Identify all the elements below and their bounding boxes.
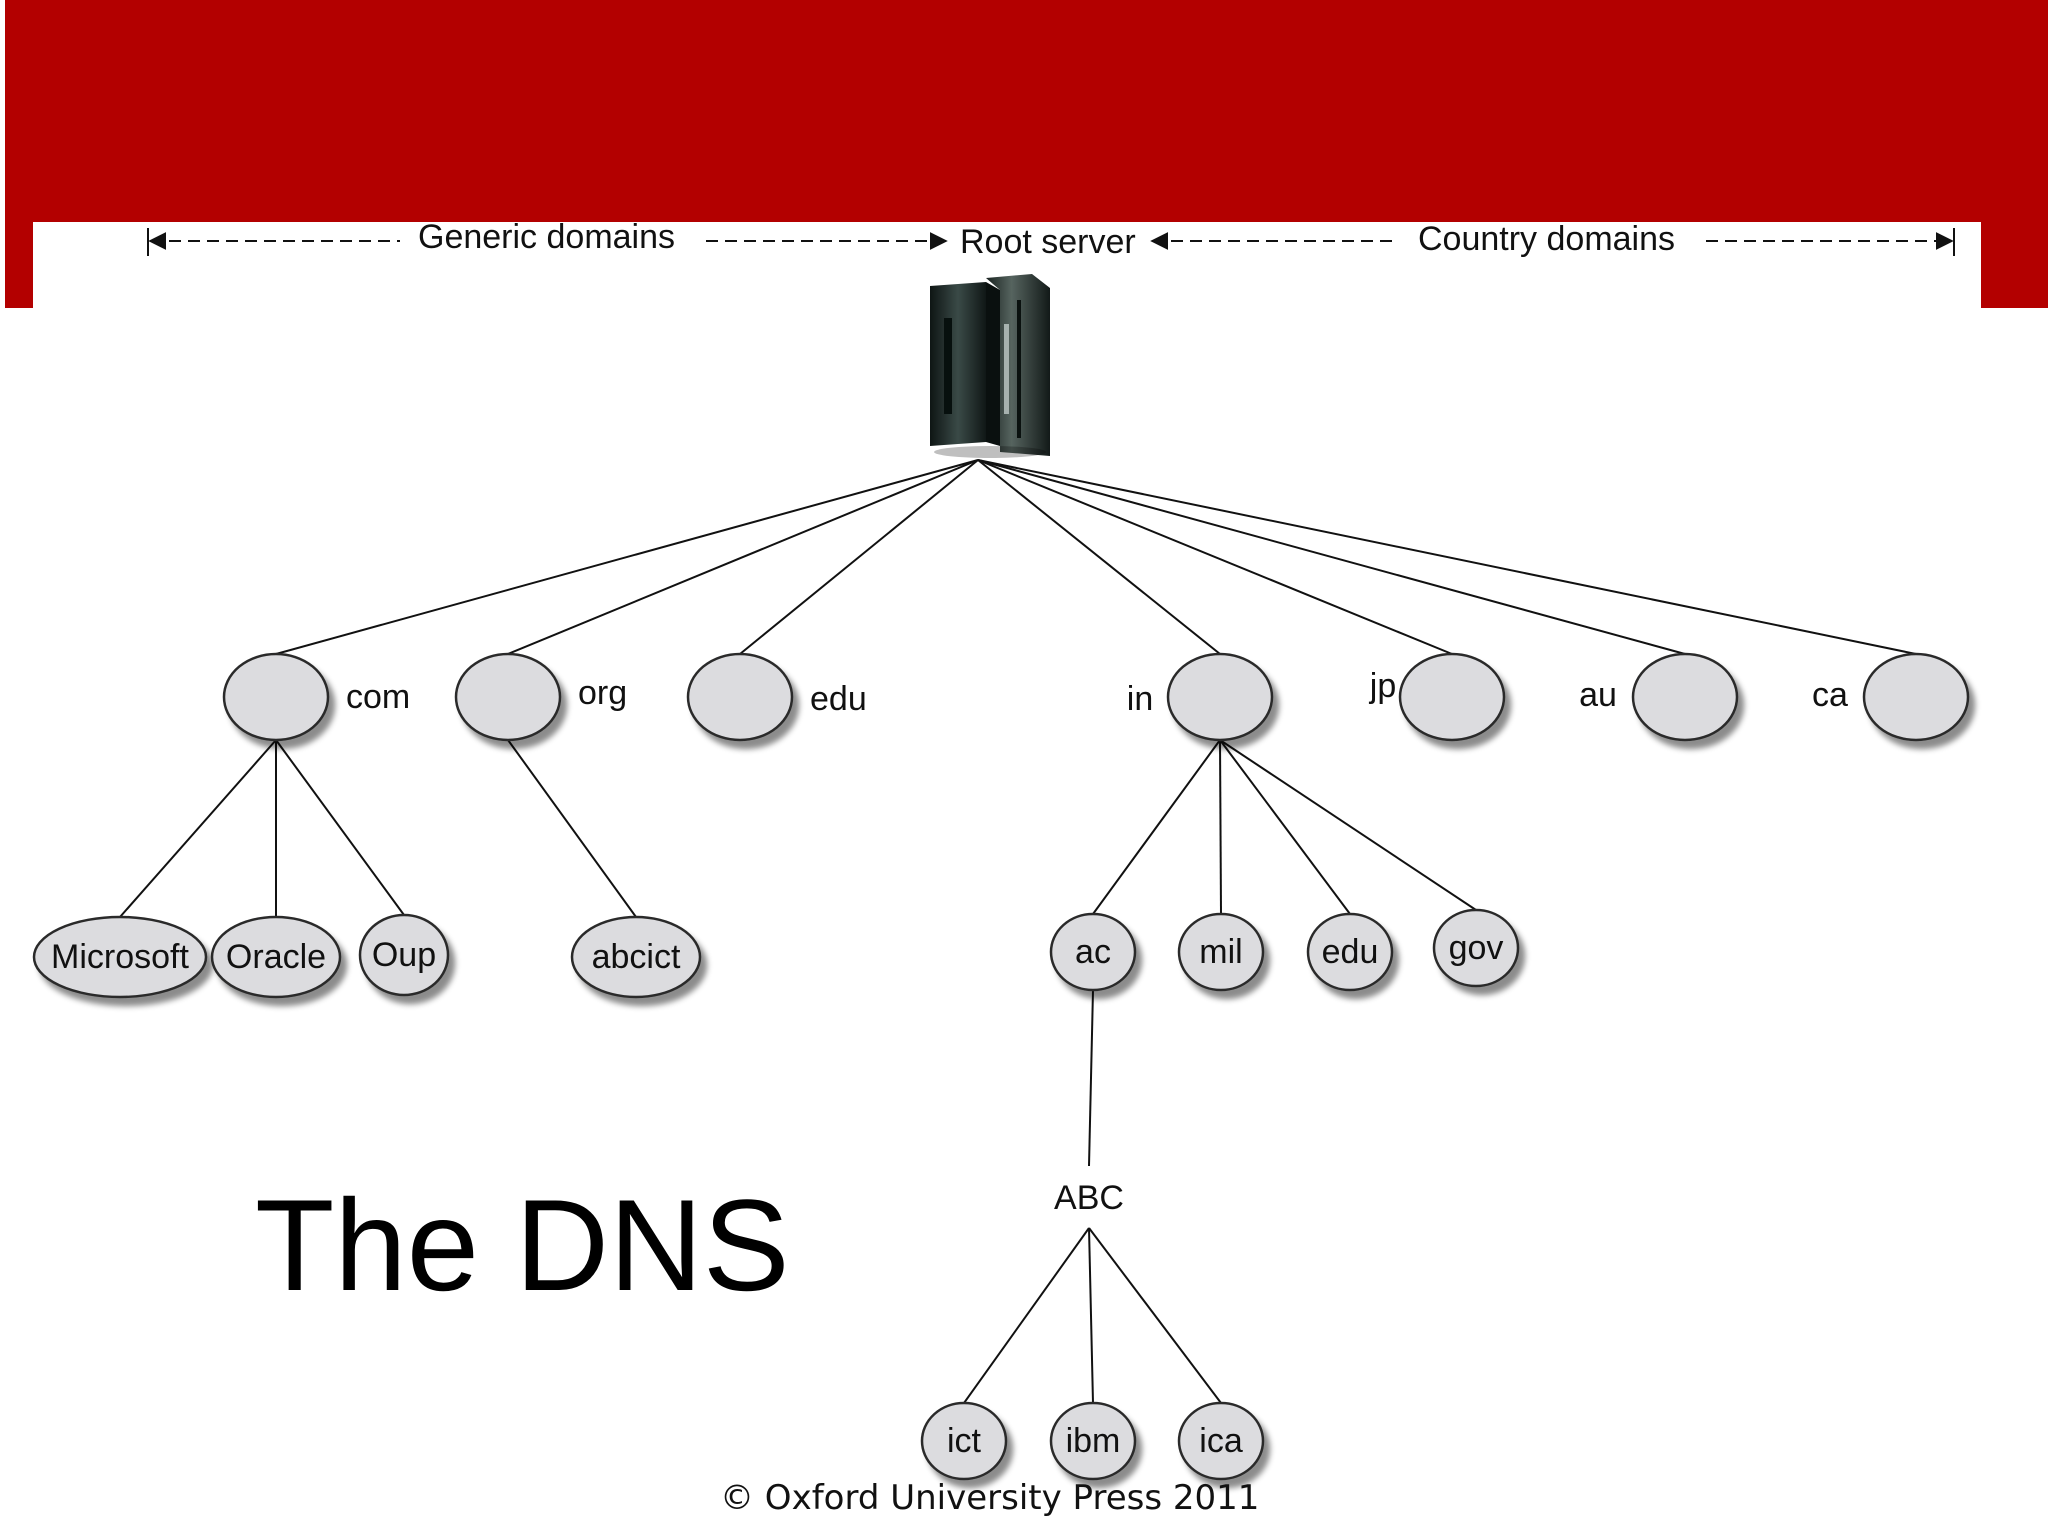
- node-gov: gov: [1432, 908, 1520, 988]
- edge-abc-ict: [963, 1227, 1090, 1404]
- node-label-oup: Oup: [372, 936, 436, 974]
- node-ellipse-ac: [1049, 912, 1137, 992]
- node-ellipse-oracle: [210, 915, 342, 999]
- edge-abc-ibm: [1088, 1227, 1094, 1404]
- node-ellipse-edu: [686, 652, 794, 742]
- node-label-ac: ac: [1075, 933, 1111, 971]
- node-oup: Oup: [358, 913, 450, 997]
- node-oracle: Oracle: [210, 915, 342, 999]
- node-label-microsoft: Microsoft: [51, 938, 189, 976]
- node-label-org: org: [578, 674, 627, 712]
- node-ellipse-ibm: [1049, 1401, 1137, 1481]
- node-ellipse-ict: [920, 1401, 1008, 1481]
- country-domains-label: Country domains: [1418, 220, 1675, 258]
- edge-com-oup: [275, 739, 405, 916]
- node-ica: ica: [1177, 1401, 1265, 1481]
- node-mil: mil: [1177, 912, 1265, 992]
- node-label-gov: gov: [1449, 929, 1504, 967]
- node-label-in: in: [1127, 680, 1153, 718]
- node-ellipse-com: [222, 652, 330, 742]
- node-label-mil: mil: [1199, 933, 1242, 971]
- node-label-ict: ict: [947, 1422, 982, 1460]
- node-in_edu: edu: [1306, 912, 1394, 992]
- node-ac: ac: [1049, 912, 1137, 992]
- node-ellipse-ica: [1177, 1401, 1265, 1481]
- edge-in-mil: [1219, 739, 1222, 915]
- edge-ac-abc: [1088, 989, 1094, 1167]
- edge-root-ca: [977, 459, 1917, 655]
- edge-org-abcict: [507, 739, 637, 918]
- header-arrows: [147, 228, 1955, 256]
- node-edu: edu: [686, 652, 867, 742]
- node-ibm: ibm: [1049, 1401, 1137, 1481]
- node-com: com: [222, 652, 410, 742]
- edge-root-com: [275, 459, 979, 655]
- node-au: au: [1579, 652, 1739, 742]
- edge-in-in_edu: [1219, 739, 1351, 915]
- node-abc: ABC: [1054, 1179, 1124, 1217]
- node-ca: ca: [1812, 652, 1970, 742]
- node-label-com: com: [346, 678, 410, 716]
- node-org: org: [454, 652, 627, 742]
- generic-domains-label: Generic domains: [418, 218, 675, 256]
- node-ellipse-jp: [1398, 652, 1506, 742]
- page-title: The DNS: [255, 1172, 790, 1318]
- edge-com-microsoft: [119, 739, 277, 918]
- node-in: in: [1127, 652, 1274, 742]
- edge-in-gov: [1219, 739, 1477, 911]
- server-rack-icon: [930, 274, 1050, 458]
- node-ict: ict: [920, 1401, 1008, 1481]
- node-label-ica: ica: [1199, 1422, 1243, 1460]
- edge-in-ac: [1092, 739, 1221, 915]
- edge-root-in: [977, 459, 1221, 655]
- node-ellipse-ca: [1862, 652, 1970, 742]
- root-server-label: Root server: [960, 223, 1136, 261]
- edge-root-au: [977, 459, 1686, 655]
- node-ellipse-org: [454, 652, 562, 742]
- copyright-text: © Oxford University Press 2011: [720, 1478, 1260, 1518]
- node-ellipse-oup: [358, 913, 450, 997]
- edge-abc-ica: [1088, 1227, 1222, 1404]
- node-ellipse-microsoft: [32, 915, 208, 999]
- node-label-jp: jp: [1369, 667, 1396, 705]
- node-label-abc: ABC: [1054, 1179, 1124, 1217]
- tree-edges: [119, 459, 1917, 1404]
- node-label-in_edu: edu: [1322, 933, 1379, 971]
- edge-root-jp: [977, 459, 1453, 655]
- node-label-au: au: [1579, 676, 1617, 714]
- node-label-edu: edu: [810, 680, 867, 718]
- node-label-ca: ca: [1812, 676, 1848, 714]
- edge-root-edu: [739, 459, 979, 655]
- node-label-oracle: Oracle: [226, 938, 326, 976]
- node-ellipse-in: [1166, 652, 1274, 742]
- node-label-ibm: ibm: [1066, 1422, 1121, 1460]
- node-label-abcict: abcict: [592, 938, 681, 976]
- node-ellipse-gov: [1432, 908, 1520, 988]
- node-ellipse-mil: [1177, 912, 1265, 992]
- node-ellipse-in_edu: [1306, 912, 1394, 992]
- node-microsoft: Microsoft: [32, 915, 208, 999]
- node-abcict: abcict: [570, 915, 702, 999]
- node-jp: jp: [1369, 652, 1506, 742]
- node-ellipse-au: [1631, 652, 1739, 742]
- edge-root-org: [507, 459, 979, 655]
- node-ellipse-abcict: [570, 915, 702, 999]
